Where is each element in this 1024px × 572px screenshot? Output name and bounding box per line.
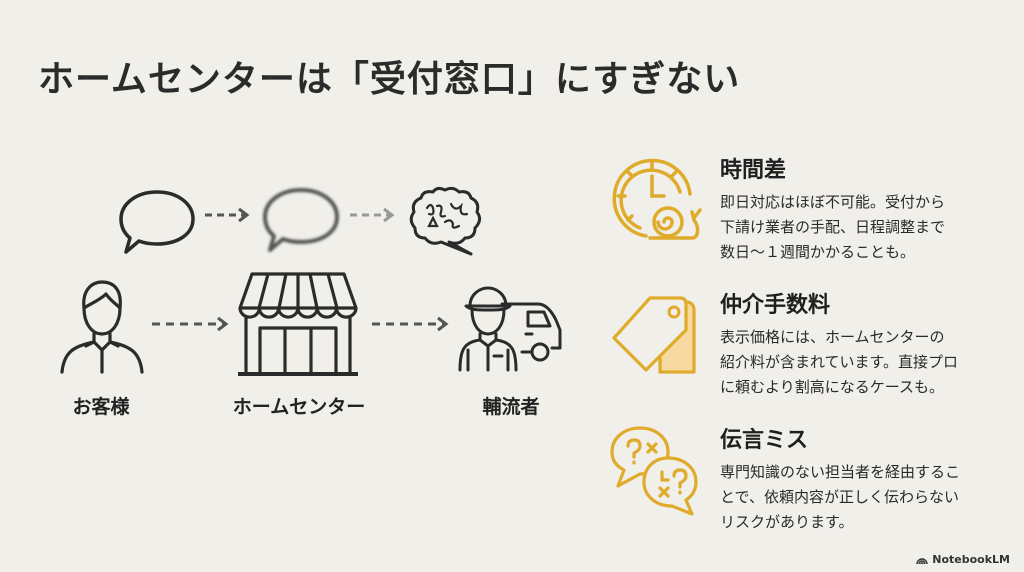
- blurred-speech-bubble-icon: [263, 188, 339, 252]
- dashed-arrow-icon: [152, 316, 229, 332]
- node-label-home-center: ホームセンター: [232, 396, 366, 418]
- point-title: 時間差: [720, 158, 787, 183]
- customer-person-icon: [60, 280, 144, 374]
- point-miscommunication: 伝言ミス 専門知識のない担当者を経由するこ とで、依頼内容が正しく伝わらない リ…: [720, 422, 990, 535]
- point-time-lag: 時間差 即日対応はほぼ不可能。受付から 下請け業者の手配、日程調整まで 数日～１…: [720, 152, 990, 265]
- notebooklm-logo-icon: [916, 558, 928, 564]
- point-commission-fee: 仲介手数料 表示価格には、ホームセンターの 紹介料が含まれています。直接プロ に…: [720, 287, 990, 400]
- point-body: 即日対応はほぼ不可能。受付から 下請け業者の手配、日程調整まで 数日～１週間かか…: [720, 193, 946, 261]
- storefront-icon: [238, 272, 358, 376]
- delivery-worker-truck-icon: [458, 286, 562, 372]
- point-body: 表示価格には、ホームセンターの 紹介料が含まれています。直接プロ に頼むより割高…: [720, 328, 959, 396]
- node-label-contractor: 輔流者: [482, 396, 540, 418]
- page-title: ホームセンターは「受付窓口」にすぎない: [38, 59, 741, 100]
- garbled-speech-bubble-icon: [409, 186, 482, 256]
- dashed-arrow-icon: [350, 207, 395, 223]
- speech-bubble-icon: [119, 190, 195, 254]
- brand-watermark: NotebookLM: [916, 553, 1010, 566]
- dashed-arrow-icon: [372, 316, 449, 332]
- price-tag-icon: [612, 296, 696, 374]
- dashed-arrow-icon: [205, 207, 250, 223]
- point-title: 伝言ミス: [720, 428, 809, 453]
- point-body: 専門知識のない担当者を経由するこ とで、依頼内容が正しく伝わらない リスクがあり…: [720, 463, 961, 531]
- point-title: 仲介手数料: [720, 293, 831, 318]
- clock-snail-icon: [612, 158, 702, 240]
- confused-chat-bubbles-icon: [610, 426, 698, 516]
- node-label-customer: お客様: [72, 396, 130, 418]
